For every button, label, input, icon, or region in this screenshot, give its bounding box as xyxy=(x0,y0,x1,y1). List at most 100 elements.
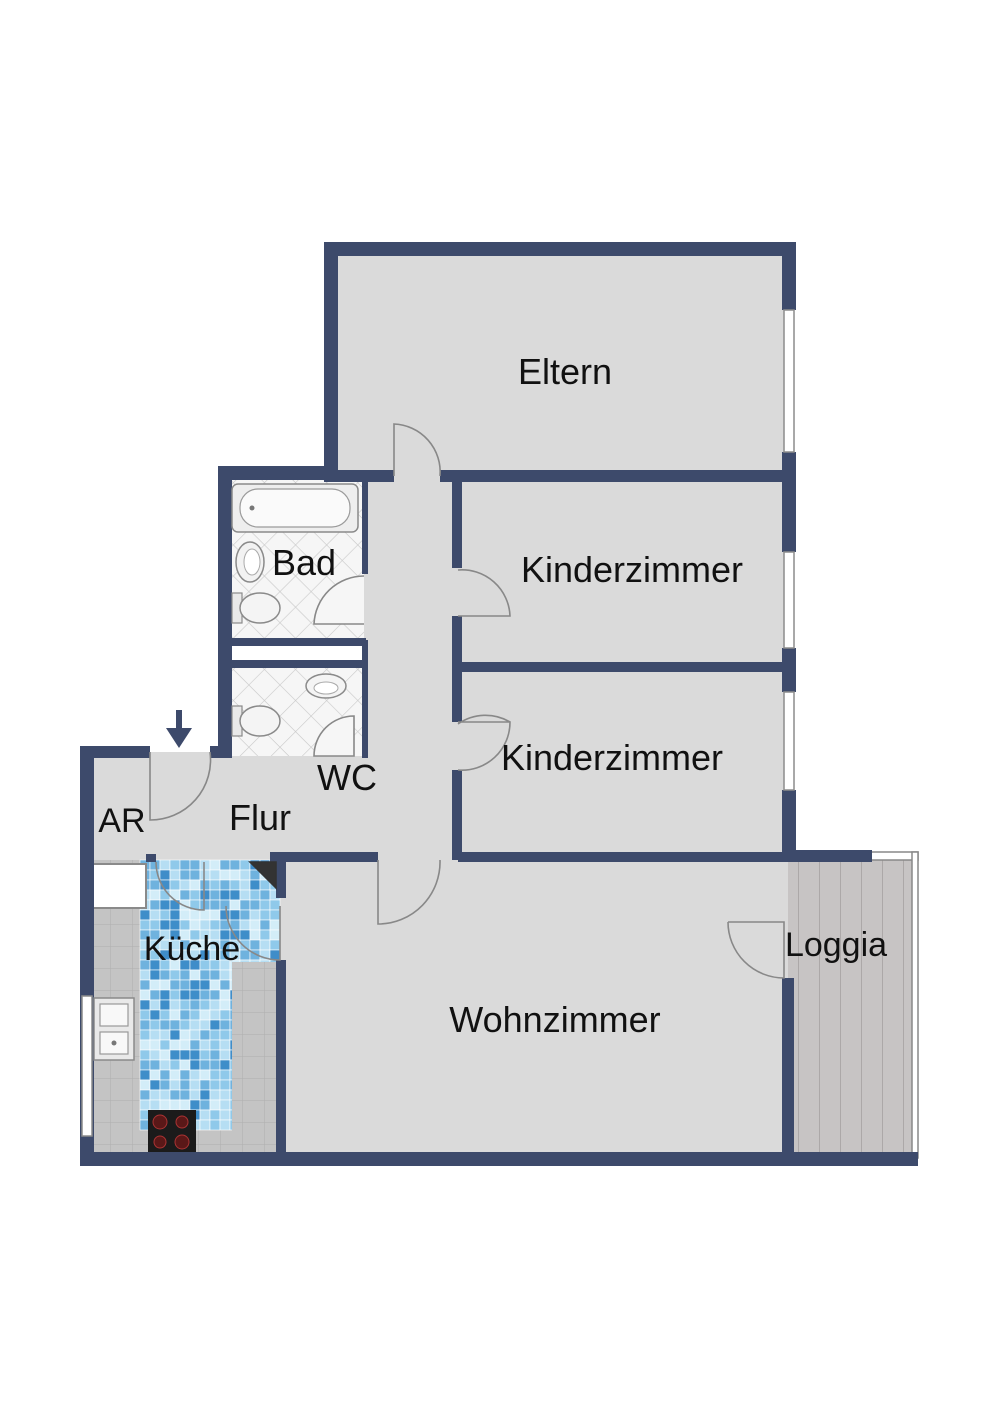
kitchen-tile xyxy=(199,1059,211,1071)
kitchen-tile xyxy=(169,1039,181,1051)
kitchen-tile xyxy=(219,1059,231,1071)
kitchen-tile xyxy=(199,979,211,991)
kitchen-tile xyxy=(199,1049,211,1061)
kitchen-tile xyxy=(189,1009,201,1021)
kitchen-tile xyxy=(169,1009,181,1021)
kitchen-tile xyxy=(159,979,171,991)
kitchen-tile xyxy=(149,899,161,911)
kitchen-tile xyxy=(259,889,271,901)
kitchen-tile xyxy=(259,909,271,921)
kitchen-tile xyxy=(169,899,181,911)
kitchen-tile xyxy=(179,859,191,871)
kitchen-tile xyxy=(199,999,211,1011)
kitchen-tile xyxy=(209,989,221,1001)
kitchen-tile xyxy=(159,1019,171,1031)
kitchen-tile xyxy=(209,899,221,911)
kitchen-tile xyxy=(169,979,181,991)
kitchen-tile xyxy=(179,1039,191,1051)
floor-wohnzimmer xyxy=(280,856,790,1160)
kitchen-tile xyxy=(199,969,211,981)
kitchen-tile xyxy=(159,899,171,911)
kitchen-tile xyxy=(159,909,171,921)
window-kinderzimmer-1 xyxy=(783,551,795,649)
kitchen-tile xyxy=(209,869,221,881)
kitchen-tile xyxy=(179,919,191,931)
kitchen-tile xyxy=(199,909,211,921)
kitchen-tile xyxy=(219,1099,231,1111)
door-wc xyxy=(313,715,355,757)
kitchen-tile xyxy=(179,989,191,1001)
kitchen-tile xyxy=(249,909,261,921)
kitchen-tile xyxy=(259,919,271,931)
kitchen-tile xyxy=(189,1039,201,1051)
kitchen-tile xyxy=(209,879,221,891)
kitchen-tile xyxy=(169,1049,181,1061)
toilet-icon xyxy=(231,592,281,624)
kitchen-tile xyxy=(179,1019,191,1031)
kitchen-tile xyxy=(149,999,161,1011)
kitchen-tile xyxy=(229,859,241,871)
kitchen-tile xyxy=(239,899,251,911)
door-kueche-1 xyxy=(155,861,205,911)
kitchen-tile xyxy=(229,879,241,891)
kitchen-tile xyxy=(199,899,211,911)
kitchen-tile xyxy=(149,1079,161,1091)
windows xyxy=(81,309,795,1137)
kitchen-tile xyxy=(149,1029,161,1041)
kitchen-tile xyxy=(149,989,161,1001)
kitchen-tile xyxy=(209,1089,221,1101)
kitchen-tile xyxy=(149,919,161,931)
kitchen-tile xyxy=(209,1039,221,1051)
kitchen-tile xyxy=(219,1119,231,1131)
kitchen-tile xyxy=(159,969,171,981)
kitchen-tile xyxy=(159,1089,171,1101)
kitchen-tile xyxy=(149,909,161,921)
kitchen-tile xyxy=(219,889,231,901)
kitchen-tile xyxy=(229,869,241,881)
kitchen-tile xyxy=(139,989,151,1001)
kitchen-tile xyxy=(149,979,161,991)
kitchen-tile xyxy=(169,889,181,901)
kitchen-tile xyxy=(219,1109,231,1121)
kitchen-tile xyxy=(199,1119,211,1131)
kitchen-tile xyxy=(149,969,161,981)
door-kinderzimmer-2 xyxy=(457,714,511,771)
kitchen-tile xyxy=(219,859,231,871)
kitchen-tile xyxy=(189,979,201,991)
kitchen-tile xyxy=(239,949,251,961)
kitchen-tile xyxy=(199,1069,211,1081)
floor-kinderzimmer-2 xyxy=(458,670,790,860)
kitchen-tile xyxy=(249,919,261,931)
kitchen-tile xyxy=(239,909,251,921)
kitchen-tile xyxy=(139,1009,151,1021)
kitchen-tile xyxy=(149,1069,161,1081)
kitchen-counter-area xyxy=(232,962,276,1152)
kitchen-tile xyxy=(199,869,211,881)
kitchen-tile xyxy=(179,1079,191,1091)
kitchen-tile xyxy=(169,989,181,1001)
door-eltern xyxy=(393,423,441,477)
kitchen-tile xyxy=(219,1019,231,1031)
kitchen-tile xyxy=(169,969,181,981)
kitchen-tile xyxy=(169,919,181,931)
kitchen-tile xyxy=(199,1029,211,1041)
kitchen-tile xyxy=(239,939,251,951)
door-bad-diagonal xyxy=(248,861,277,890)
kitchen-tile xyxy=(139,1099,151,1111)
kitchen-tile xyxy=(149,1099,161,1111)
kitchen-tile xyxy=(209,1109,221,1121)
kitchen-tile xyxy=(159,869,171,881)
kitchen-tile xyxy=(179,979,191,991)
kitchen-tile xyxy=(159,1099,171,1111)
kitchen-tile xyxy=(139,1029,151,1041)
kitchen-tile xyxy=(169,869,181,881)
kitchen-tile xyxy=(239,879,251,891)
kitchen-tile xyxy=(159,1079,171,1091)
kitchen-tile xyxy=(239,929,251,941)
kitchen-tile xyxy=(159,999,171,1011)
kitchen-tile xyxy=(259,899,271,911)
kitchen-tile xyxy=(189,999,201,1011)
kitchen-tile xyxy=(209,969,221,981)
kitchen-tile xyxy=(159,1059,171,1071)
kitchen-tile xyxy=(199,1009,211,1021)
